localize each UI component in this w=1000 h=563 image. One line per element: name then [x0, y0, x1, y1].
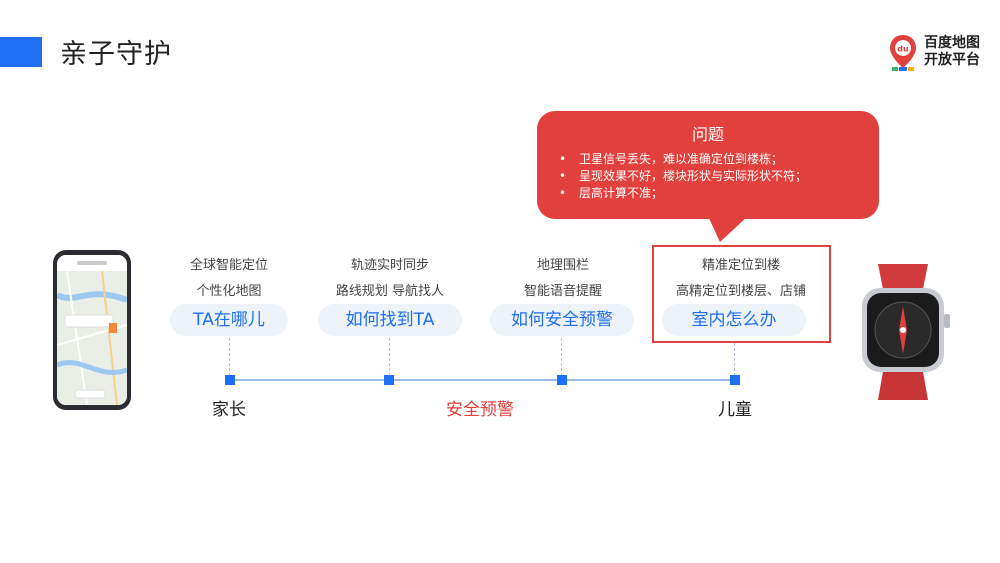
callout-pointer — [708, 216, 748, 242]
map-pin-icon: du — [890, 35, 916, 71]
logo-line-1: 百度地图 — [924, 35, 980, 51]
baidu-map-logo: du 百度地图 开放平台 — [888, 34, 988, 72]
phone-image — [53, 250, 131, 410]
problem-item: 层高计算不准； — [559, 185, 807, 202]
feature-subtitle: 智能语音提醒 — [523, 284, 602, 299]
feature-pill-indoor[interactable]: 室内怎么办 — [662, 304, 806, 336]
problem-list: 卫星信号丢失，难以准确定位到楼栋； 呈现效果不好，楼块形状与实际形状不符； 层高… — [559, 151, 807, 202]
feature-pill-where[interactable]: TA在哪儿 — [170, 304, 288, 336]
connector-line — [734, 343, 735, 376]
label-child: 儿童 — [718, 400, 752, 420]
timeline-node — [557, 375, 567, 385]
feature-title: 地理围栏 — [536, 258, 589, 273]
timeline-node — [384, 375, 394, 385]
timeline-node — [730, 375, 740, 385]
page-title: 亲子守护 — [60, 39, 172, 70]
label-safety-alert: 安全预警 — [446, 400, 514, 420]
connector-line — [561, 338, 562, 376]
feature-subtitle: 高精定位到楼层、店铺 — [675, 284, 806, 299]
title-accent-bar — [0, 37, 42, 67]
feature-pill-find[interactable]: 如何找到TA — [318, 304, 462, 336]
indoor-highlight-frame — [652, 245, 831, 343]
feature-subtitle: 路线规划 导航找人 — [335, 284, 445, 299]
problem-item: 卫星信号丢失，难以准确定位到楼栋； — [559, 151, 807, 168]
problem-title: 问题 — [691, 125, 724, 144]
map-illustration — [57, 255, 127, 405]
logo-line-2: 开放平台 — [924, 52, 980, 68]
feature-title: 全球智能定位 — [189, 258, 268, 273]
smartwatch-image — [862, 264, 950, 400]
logo-badge-text: du — [897, 45, 909, 54]
connector-line — [389, 338, 390, 376]
problem-callout: 问题 卫星信号丢失，难以准确定位到楼栋； 呈现效果不好，楼块形状与实际形状不符；… — [537, 111, 879, 219]
timeline-node — [225, 375, 235, 385]
label-parent: 家长 — [212, 400, 246, 420]
feature-title: 轨迹实时同步 — [350, 258, 429, 273]
connector-line — [229, 338, 230, 376]
feature-title: 精准定位到楼 — [701, 258, 780, 273]
phone-map-screen — [57, 255, 127, 405]
timeline-track — [230, 379, 736, 381]
problem-item: 呈现效果不好，楼块形状与实际形状不符； — [559, 168, 807, 185]
feature-subtitle: 个性化地图 — [196, 284, 262, 299]
feature-pill-alert[interactable]: 如何安全预警 — [490, 304, 634, 336]
